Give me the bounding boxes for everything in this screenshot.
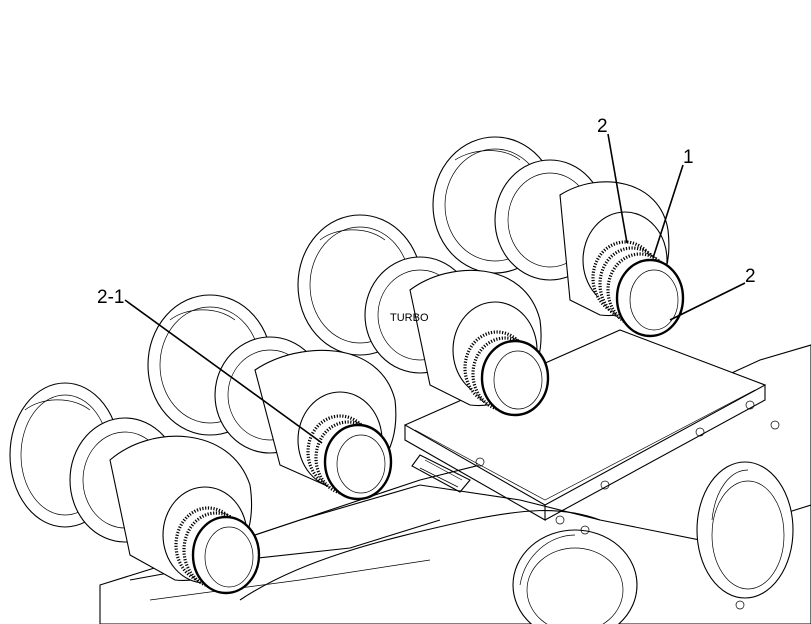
callout-2-1: 2-1 bbox=[97, 287, 124, 308]
clamp-ring-2 bbox=[615, 258, 685, 338]
leader-2-right bbox=[669, 282, 746, 321]
leader-2-1 bbox=[124, 299, 323, 444]
leader-1 bbox=[652, 164, 684, 259]
manifold-opening-center bbox=[512, 529, 638, 624]
turbo-text: TURBO bbox=[390, 312, 429, 324]
manifold-opening-right bbox=[696, 461, 794, 599]
support-plate bbox=[403, 329, 780, 610]
turbocharger-1 bbox=[9, 382, 261, 595]
callout-2-upper: 2 bbox=[597, 116, 608, 137]
leader-lines bbox=[124, 133, 746, 444]
leader-2-upper bbox=[607, 133, 628, 244]
callout-2-right: 2 bbox=[745, 266, 756, 287]
turbocharger-3 bbox=[297, 214, 550, 417]
callout-1: 1 bbox=[683, 147, 694, 168]
clamp-ring-2-1 bbox=[323, 423, 393, 501]
